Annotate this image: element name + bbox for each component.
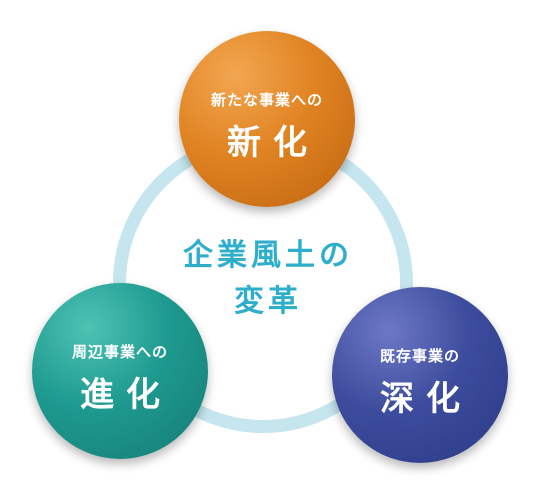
node-new-business: 新たな事業への 新化 [179,31,355,207]
center-label: 企業風土の 変革 [150,233,386,325]
node-new-business-sub: 新たな事業への [210,91,323,109]
node-adjacent-business-sub: 周辺事業への [71,343,168,361]
center-line-1: 企業風土の [183,238,353,273]
node-existing-business-sub: 既存事業の [379,347,460,365]
node-adjacent-business-main: 進化 [80,375,172,415]
node-new-business-main: 新化 [227,123,319,163]
node-existing-business-main: 深化 [380,379,472,419]
node-existing-business: 既存事業の 深化 [332,287,508,463]
node-adjacent-business: 周辺事業への 進化 [32,283,208,459]
center-line-2: 変革 [234,284,302,319]
